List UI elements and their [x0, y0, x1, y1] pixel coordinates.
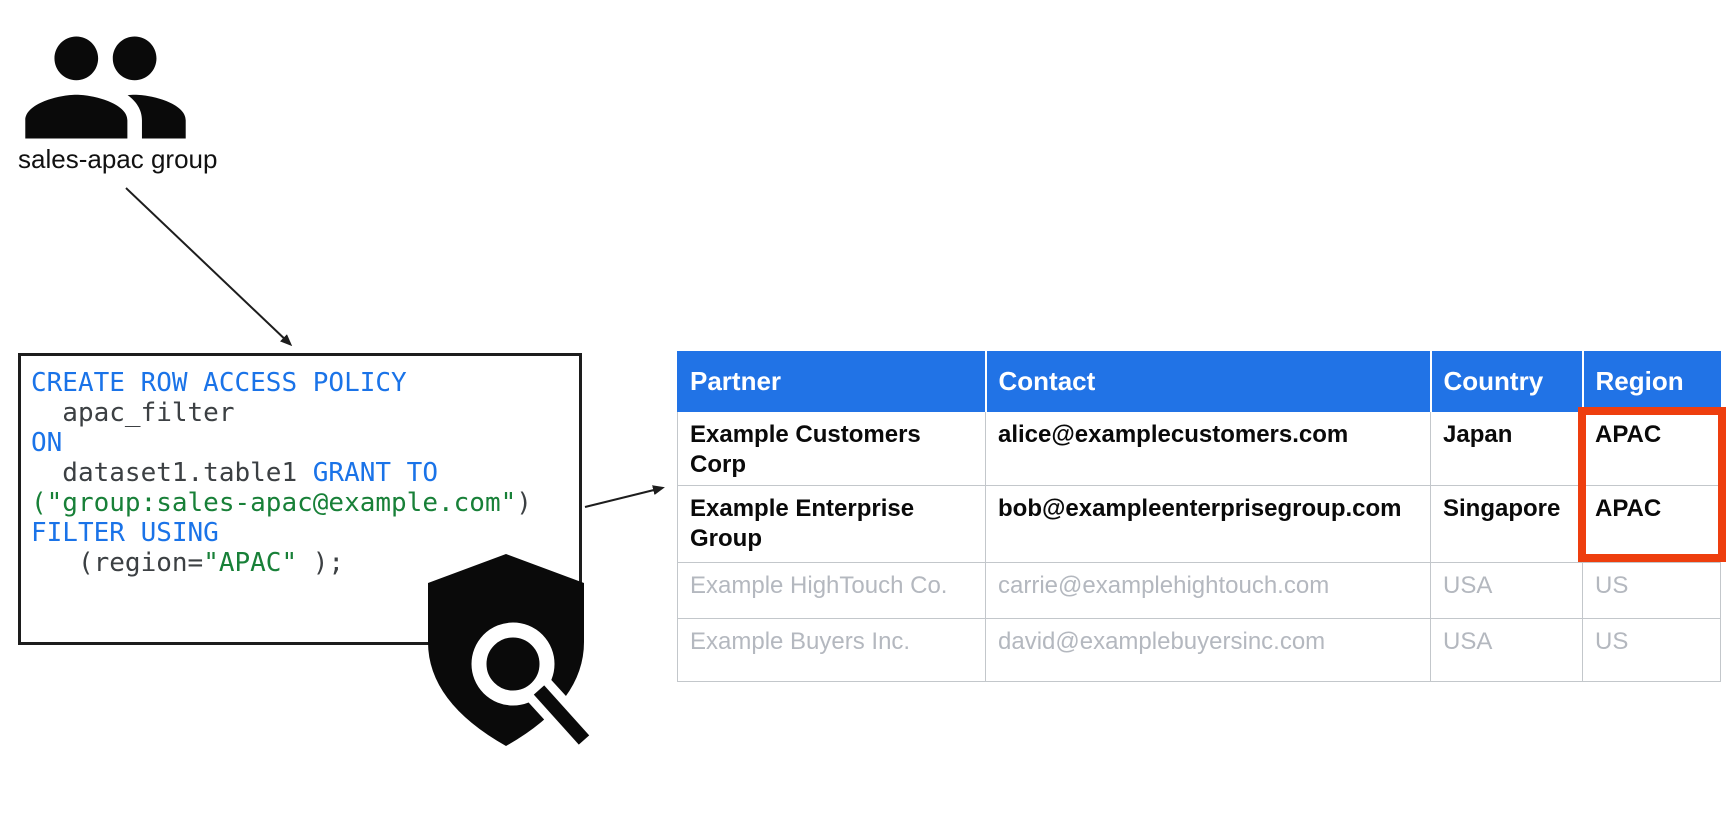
column-header-contact: Contact — [985, 351, 1432, 412]
code-token: dataset1.table1 — [31, 458, 313, 488]
column-header-country: Country — [1430, 351, 1584, 412]
code-token: ON — [31, 428, 63, 458]
table-cell: Example Buyers Inc. — [677, 618, 986, 682]
code-line-4: dataset1.table1 GRANT TO — [31, 458, 579, 488]
table-cell: US — [1582, 618, 1721, 682]
table-cell: APAC — [1582, 411, 1721, 486]
code-token: apac_filter — [31, 398, 235, 428]
table-cell: USA — [1430, 618, 1583, 682]
table-cell: carrie@examplehightouch.com — [985, 562, 1431, 619]
table-cell: Example Customers Corp — [677, 411, 986, 486]
code-line-3: ON — [31, 428, 579, 458]
table-row: Example HighTouch Co.carrie@examplehight… — [677, 562, 1721, 619]
table-cell: bob@exampleenterprisegroup.com — [985, 485, 1431, 563]
table-cell: US — [1582, 562, 1721, 619]
code-line-1: CREATE ROW ACCESS POLICY — [31, 368, 579, 398]
table-cell: alice@examplecustomers.com — [985, 411, 1431, 486]
code-line-5: ("group:sales-apac@example.com") — [31, 488, 579, 518]
table-row: Example Buyers Inc.david@examplebuyersin… — [677, 618, 1721, 682]
table-cell: Japan — [1430, 411, 1583, 486]
table-cell: Singapore — [1430, 485, 1583, 563]
region-highlight-box — [1578, 407, 1726, 562]
code-token: ("group:sales-apac@example.com" — [31, 488, 517, 518]
code-token: (region= — [31, 548, 204, 578]
code-token: GRANT TO — [312, 458, 438, 488]
table-cell: APAC — [1582, 485, 1721, 563]
code-token: "APAC" — [203, 548, 298, 578]
code-line-6: FILTER USING — [31, 518, 579, 548]
group-label: sales-apac group — [18, 144, 218, 174]
table-cell: Example HighTouch Co. — [677, 562, 986, 619]
code-token: ) — [516, 488, 532, 518]
column-header-region: Region — [1582, 351, 1721, 412]
arrow-policy-to-table — [584, 485, 665, 508]
table-cell: Example Enterprise Group — [677, 485, 986, 563]
code-token: FILTER USING — [31, 518, 219, 548]
table-cell: USA — [1430, 562, 1583, 619]
arrow-group-to-policy — [125, 187, 293, 347]
people-group-icon — [25, 36, 186, 139]
code-line-2: apac_filter — [31, 398, 579, 428]
code-token: CREATE ROW ACCESS POLICY — [31, 368, 407, 398]
table-cell: david@examplebuyersinc.com — [985, 618, 1431, 682]
code-token: ); — [297, 548, 345, 578]
code-line-7: (region="APAC" ); — [31, 548, 579, 578]
shield-search-icon — [428, 554, 592, 748]
column-header-partner: Partner — [677, 351, 987, 412]
